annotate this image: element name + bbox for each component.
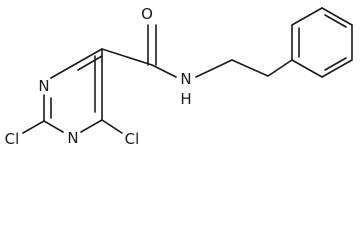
bond-ph-3-4 (321, 7, 353, 26)
bond-ch2a-ch2b (231, 59, 269, 77)
structure-canvas: O N H N N Cl Cl (5, 5, 353, 148)
atom-label-amide-nitrogen: N (180, 70, 191, 88)
bond-carbonyl-n (151, 64, 177, 78)
molecule-structure: O N H N N Cl Cl (5, 5, 353, 148)
bond-ph-2-3 (291, 7, 323, 26)
bond-c6-c5 (71, 48, 103, 67)
atom-label-amide-hydrogen: H (180, 90, 191, 108)
bond-ph-6-1 (291, 59, 323, 78)
atom-label-n1: N (38, 77, 49, 95)
atom-label-n3: N (67, 129, 78, 147)
bond-ph-inner-c (324, 57, 347, 71)
bond-n-ch2a (195, 59, 233, 78)
bond-c2-n3 (43, 120, 64, 133)
atom-label-oxygen: O (141, 5, 153, 23)
atom-label-cl2: Cl (5, 130, 20, 148)
atom-label-cl4: Cl (125, 130, 140, 148)
bond-c2-cl (22, 120, 45, 134)
bond-ph-inner-b (324, 14, 347, 28)
bond-ph-5-6 (321, 59, 353, 78)
bond-c6-c5-inner (77, 55, 103, 71)
bond-ch2b-phenyl (267, 59, 293, 77)
bond-c5-ccarbonyl (101, 48, 153, 66)
bond-n3-c4 (80, 119, 103, 133)
bond-c6-n1 (50, 65, 73, 79)
bond-c4-cl (101, 119, 123, 134)
